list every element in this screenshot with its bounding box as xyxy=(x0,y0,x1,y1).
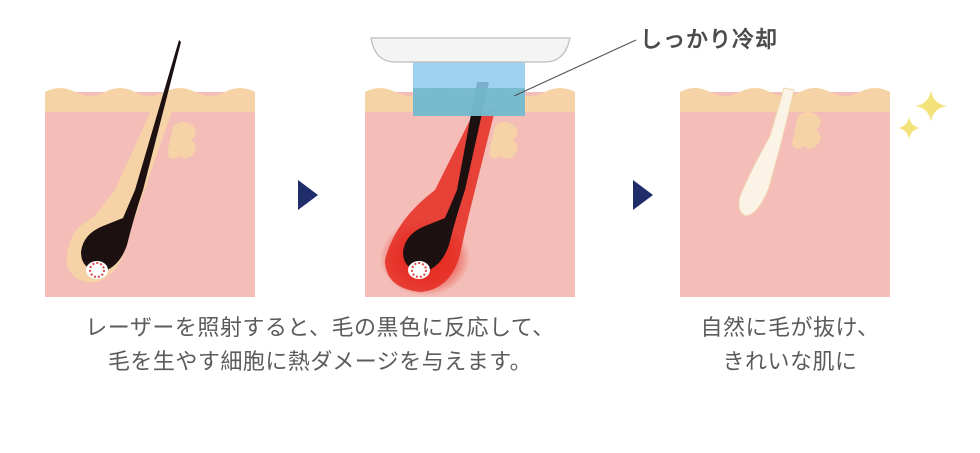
panel-laser xyxy=(365,20,580,300)
panel-after xyxy=(680,40,890,300)
cooling-pointer-line xyxy=(513,39,637,97)
sparkle-icon xyxy=(898,90,947,140)
arrow-right-icon xyxy=(298,180,318,210)
skin-cross-section-after xyxy=(680,87,890,297)
skin-cross-section-before xyxy=(45,40,255,297)
caption-laser: レーザーを照射すると、毛の黒色に反応して、 毛を生やす細胞に熱ダメージを与えます… xyxy=(40,312,600,380)
skin-cross-section-laser xyxy=(365,37,575,297)
cooling-label: しっかり冷却 xyxy=(640,28,779,53)
caption-result-line-1: 自然に毛が抜け、 xyxy=(700,316,880,341)
panel-before xyxy=(45,40,255,300)
arrow-right-icon xyxy=(633,180,653,210)
caption-result-line-2: きれいな肌に xyxy=(722,350,858,375)
caption-result: 自然に毛が抜け、 きれいな肌に xyxy=(690,312,890,380)
caption-laser-line-2: 毛を生やす細胞に熱ダメージを与えます。 xyxy=(107,350,533,375)
caption-laser-line-1: レーザーを照射すると、毛の黒色に反応して、 xyxy=(85,316,555,341)
